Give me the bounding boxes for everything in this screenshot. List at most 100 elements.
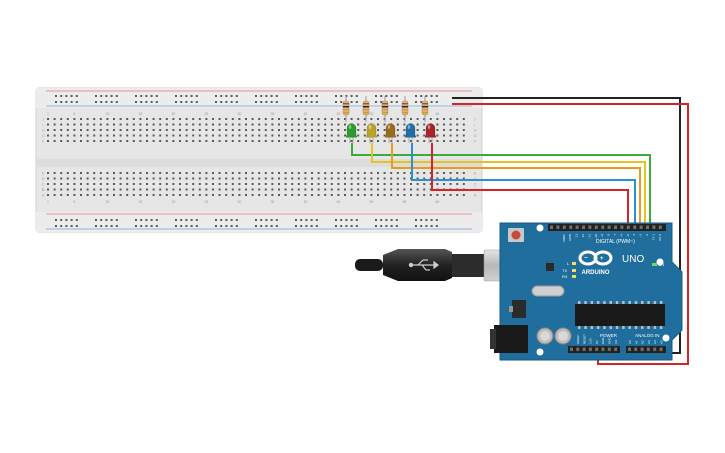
breadboard-hole[interactable] <box>278 118 280 120</box>
breadboard-hole[interactable] <box>126 134 129 137</box>
breadboard-hole[interactable] <box>357 194 360 196</box>
breadboard-hole[interactable] <box>449 140 452 142</box>
breadboard-hole[interactable] <box>416 188 419 191</box>
breadboard-hole[interactable] <box>403 118 406 120</box>
breadboard-hole[interactable] <box>311 177 313 180</box>
breadboard-hole[interactable] <box>185 118 188 120</box>
breadboard-hole[interactable] <box>311 188 313 191</box>
breadboard-hole[interactable] <box>264 183 267 185</box>
breadboard-hole[interactable] <box>284 183 287 185</box>
breadboard-hole[interactable] <box>139 118 142 120</box>
breadboard-hole[interactable] <box>377 140 379 142</box>
breadboard-hole[interactable] <box>396 134 399 137</box>
breadboard-hole[interactable] <box>185 177 188 180</box>
breadboard-hole[interactable] <box>119 129 122 131</box>
breadboard-hole[interactable] <box>390 172 393 174</box>
rail-hole[interactable] <box>430 95 433 97</box>
breadboard-hole[interactable] <box>172 194 175 196</box>
rail-hole[interactable] <box>185 225 188 227</box>
rail-hole[interactable] <box>100 101 103 103</box>
breadboard-hole[interactable] <box>396 123 399 126</box>
breadboard-hole[interactable] <box>132 134 135 137</box>
breadboard-hole[interactable] <box>449 177 452 180</box>
breadboard-hole[interactable] <box>271 134 274 137</box>
header-pin[interactable] <box>576 347 580 352</box>
rail-hole[interactable] <box>275 219 278 221</box>
breadboard-hole[interactable] <box>423 183 426 185</box>
rail-hole[interactable] <box>305 219 308 221</box>
rail-hole[interactable] <box>70 225 73 227</box>
breadboard-hole[interactable] <box>113 134 115 137</box>
breadboard-hole[interactable] <box>271 140 274 142</box>
rail-hole[interactable] <box>155 95 158 97</box>
breadboard-hole[interactable] <box>93 177 96 180</box>
breadboard-hole[interactable] <box>311 183 313 185</box>
breadboard-hole[interactable] <box>126 194 129 196</box>
breadboard-hole[interactable] <box>238 123 241 126</box>
breadboard-hole[interactable] <box>66 134 69 137</box>
breadboard-hole[interactable] <box>80 123 82 126</box>
breadboard-hole[interactable] <box>245 140 247 142</box>
header-pin[interactable] <box>659 347 663 352</box>
breadboard-hole[interactable] <box>86 172 89 174</box>
breadboard-hole[interactable] <box>218 118 221 120</box>
rail-hole[interactable] <box>435 225 438 227</box>
breadboard-hole[interactable] <box>172 118 175 120</box>
rail-hole[interactable] <box>435 95 438 97</box>
breadboard-hole[interactable] <box>416 172 419 174</box>
rail-hole[interactable] <box>140 95 143 97</box>
breadboard-hole[interactable] <box>370 172 373 174</box>
breadboard-hole[interactable] <box>86 194 89 196</box>
breadboard-hole[interactable] <box>416 140 419 142</box>
breadboard-hole[interactable] <box>443 129 445 131</box>
breadboard-hole[interactable] <box>383 123 386 126</box>
breadboard-hole[interactable] <box>60 123 63 126</box>
breadboard-hole[interactable] <box>93 134 96 137</box>
breadboard-hole[interactable] <box>363 177 366 180</box>
breadboard-hole[interactable] <box>113 140 115 142</box>
header-pin[interactable] <box>614 347 618 352</box>
rail-hole[interactable] <box>145 225 148 227</box>
rail-hole[interactable] <box>375 219 377 221</box>
breadboard-hole[interactable] <box>47 188 49 191</box>
breadboard-hole[interactable] <box>106 177 109 180</box>
rail-hole[interactable] <box>115 101 118 103</box>
rail-hole[interactable] <box>345 225 348 227</box>
breadboard-hole[interactable] <box>245 188 247 191</box>
header-pin[interactable] <box>588 347 592 352</box>
breadboard-hole[interactable] <box>423 140 426 142</box>
breadboard-hole[interactable] <box>99 140 102 142</box>
breadboard-hole[interactable] <box>172 140 175 142</box>
breadboard-hole[interactable] <box>410 118 412 120</box>
breadboard-hole[interactable] <box>159 194 162 196</box>
breadboard-hole[interactable] <box>179 123 181 126</box>
rail-hole[interactable] <box>310 95 313 97</box>
breadboard-hole[interactable] <box>126 183 129 185</box>
breadboard-hole[interactable] <box>462 177 465 180</box>
breadboard-hole[interactable] <box>198 177 201 180</box>
breadboard-hole[interactable] <box>146 177 148 180</box>
breadboard-hole[interactable] <box>304 118 307 120</box>
breadboard-hole[interactable] <box>86 183 89 185</box>
breadboard-hole[interactable] <box>403 129 406 131</box>
breadboard-hole[interactable] <box>436 140 439 142</box>
rail-hole[interactable] <box>180 219 183 221</box>
breadboard-hole[interactable] <box>264 172 267 174</box>
breadboard-hole[interactable] <box>99 183 102 185</box>
breadboard-hole[interactable] <box>462 172 465 174</box>
breadboard-hole[interactable] <box>278 183 280 185</box>
breadboard-hole[interactable] <box>86 118 89 120</box>
rail-hole[interactable] <box>185 95 188 97</box>
rail-hole[interactable] <box>115 95 118 97</box>
breadboard-hole[interactable] <box>462 183 465 185</box>
breadboard-hole[interactable] <box>53 134 56 137</box>
breadboard-hole[interactable] <box>258 123 261 126</box>
breadboard-hole[interactable] <box>212 183 214 185</box>
breadboard-hole[interactable] <box>251 123 254 126</box>
rail-hole[interactable] <box>230 95 233 97</box>
breadboard-hole[interactable] <box>344 134 346 137</box>
breadboard-hole[interactable] <box>238 134 241 137</box>
breadboard-hole[interactable] <box>344 188 346 191</box>
breadboard-hole[interactable] <box>119 123 122 126</box>
breadboard-hole[interactable] <box>152 172 155 174</box>
